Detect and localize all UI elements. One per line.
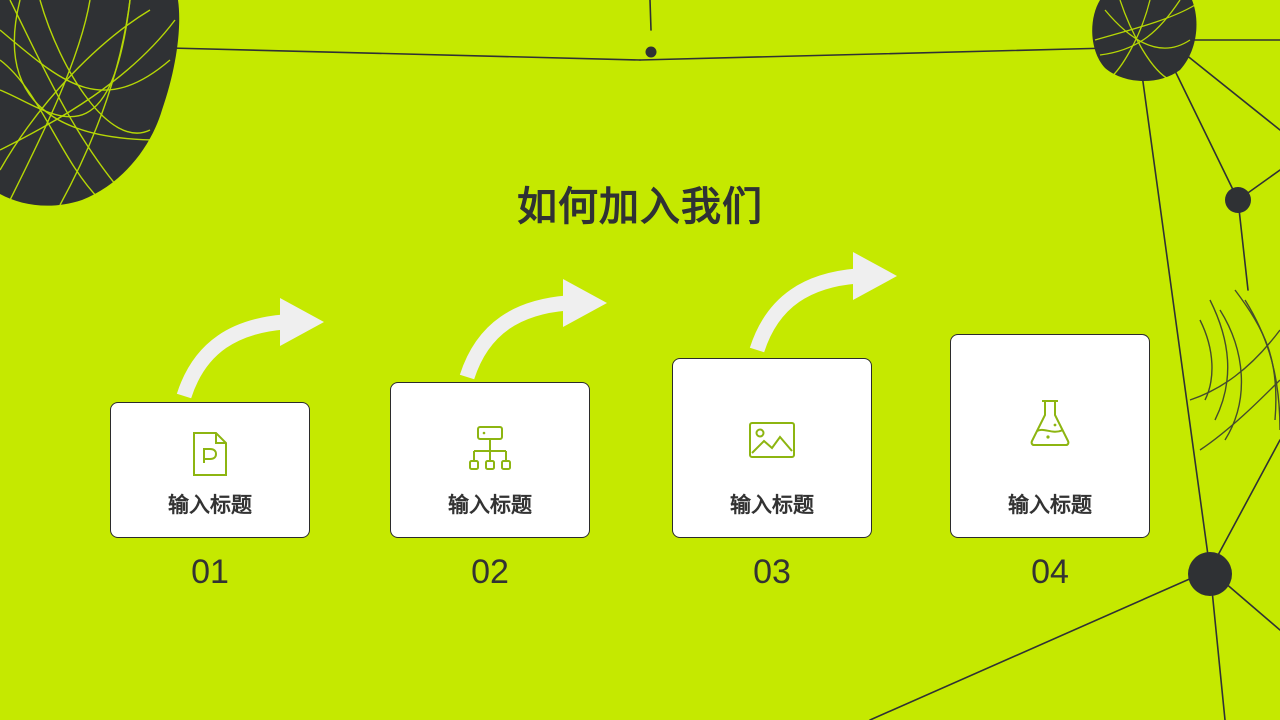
step-card-1[interactable]: 输入标题	[110, 402, 310, 538]
flask-icon	[1030, 400, 1070, 446]
step-title: 输入标题	[730, 493, 814, 517]
page-title: 如何加入我们	[517, 184, 763, 230]
step-number: 04	[1031, 553, 1069, 591]
step-card-2[interactable]: 输入标题	[390, 382, 590, 538]
presentation-file-icon	[193, 432, 227, 476]
step-number: 03	[753, 553, 791, 591]
step-number: 01	[191, 553, 229, 591]
image-icon	[749, 422, 795, 458]
step-title: 输入标题	[168, 493, 252, 517]
step-number: 02	[471, 553, 509, 591]
curved-arrow-icon	[749, 252, 897, 353]
step-card-4[interactable]: 输入标题	[950, 334, 1150, 538]
step-card-3[interactable]: 输入标题	[672, 358, 872, 538]
step-title: 输入标题	[1008, 493, 1092, 517]
hierarchy-chart-icon	[469, 426, 511, 470]
curved-arrow-icon	[459, 279, 607, 380]
curved-arrow-icon	[176, 298, 324, 399]
step-title: 输入标题	[448, 493, 532, 517]
